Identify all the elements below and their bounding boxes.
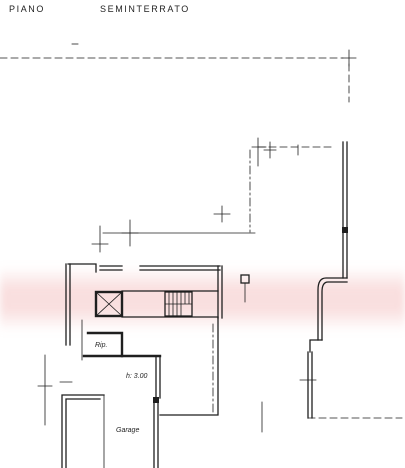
curved-wall-outer (317, 277, 348, 341)
central-wall-top (139, 265, 221, 271)
storage-right-wall (155, 355, 161, 399)
garage-column (153, 397, 159, 403)
upper-wing (91, 137, 348, 279)
garage-left-wall (61, 394, 105, 468)
left-dimension-lines (37, 319, 83, 426)
plan-title: PIANO SEMINTERRATO (9, 4, 190, 14)
lower-outline (159, 317, 403, 433)
central-core (65, 263, 250, 346)
dimension-crosses-upper (91, 137, 299, 253)
storage-walls (86, 331, 124, 358)
staircase (164, 291, 193, 317)
left-wall (65, 263, 71, 346)
central-wall-top-left (99, 265, 123, 271)
right-curved-wall (299, 277, 348, 419)
garage-right-wall (153, 397, 159, 468)
garage-label: Garage (116, 427, 139, 434)
lift-shaft (94, 290, 124, 318)
left-wall-top (67, 263, 97, 273)
staircase-treads (164, 291, 193, 317)
reference-cross (341, 49, 357, 67)
right-wall (342, 141, 348, 279)
core-corridor-walls (121, 290, 219, 318)
title-level: SEMINTERRATO (100, 4, 190, 14)
title-floor: PIANO (9, 4, 45, 14)
right-lower-wall (307, 339, 323, 419)
storage-room: Rip. h: 3.00 (82, 331, 162, 399)
lift-shaft-box (94, 290, 124, 318)
garage: Garage (61, 394, 159, 468)
curved-wall-inner (321, 281, 348, 341)
lift-shaft-cross (95, 291, 123, 317)
height-label: h: 3.00 (126, 373, 148, 380)
storage-label: Rip. (95, 342, 108, 349)
core-right-wall (217, 265, 223, 319)
lower-wall (159, 317, 219, 416)
left-dimensions (37, 319, 83, 426)
reference-lines (0, 43, 357, 103)
watermark-band (0, 266, 405, 332)
right-wall-column (342, 227, 348, 233)
